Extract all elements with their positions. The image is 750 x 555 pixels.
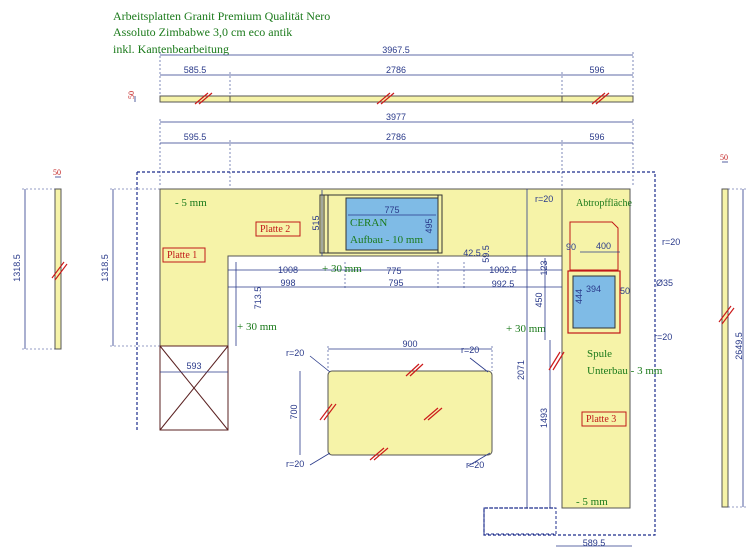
spule-sub-label: Unterbau - 3 mm [587, 365, 663, 377]
right-side-height-dim: 2649.5 [734, 332, 744, 360]
island-width-dim: 900 [402, 339, 417, 349]
cooktop-width-dim: 775 [384, 205, 399, 215]
abtropf-label: Abtropffläche [576, 198, 632, 209]
left-side-height-dim: 1318.5 [12, 254, 22, 282]
plan-seg-2-dim: 2786 [386, 132, 406, 142]
top-strip: 3967.5 585.5 2786 596 50 [127, 45, 634, 105]
platte-1-label: Platte 1 [167, 250, 197, 261]
minus5-bottom-label: - 5 mm [576, 496, 608, 508]
spule-label: Spule [587, 348, 612, 360]
island-height-dim: 700 [289, 404, 299, 419]
dim-998: 998 [280, 278, 295, 288]
island-slab [327, 370, 493, 456]
depth-515-dim: 515 [311, 215, 321, 230]
title-line-3: inkl. Kantenbearbeitung [113, 42, 229, 56]
island-radius-2: r=20 [461, 345, 479, 355]
dim-400: 400 [596, 241, 611, 251]
dim-394: 394 [586, 284, 601, 294]
ceran-label: CERAN [350, 217, 387, 229]
dim-90: 90 [566, 242, 576, 252]
right-side-elevation: 2649.5 50 [718, 153, 746, 508]
minus5-top-label: - 5 mm [175, 197, 207, 209]
dim-50-sink: 50 [620, 286, 630, 296]
dim-35: Ø35 [656, 278, 673, 288]
strip-thickness-dim: 50 [127, 91, 136, 99]
dim-123: 123 [539, 260, 549, 275]
sink [572, 275, 616, 329]
strip-total-dim: 3967.5 [382, 45, 410, 55]
dim-444: 444 [574, 289, 584, 304]
dim-593: 593 [186, 361, 201, 371]
plan-left-height-dim: 1318.5 [100, 254, 110, 282]
left-side-slab [54, 188, 62, 350]
strip-seg-2-dim: 2786 [386, 65, 406, 75]
dim-1002-5: 1002.5 [489, 265, 517, 275]
ceran-sub-label: Aufbau - 10 mm [350, 234, 423, 246]
strip-seg-3-dim: 596 [589, 65, 604, 75]
right-side-thickness-dim: 50 [720, 153, 728, 162]
dim-42-5: 42.5 [463, 248, 481, 258]
left-side-thickness-dim: 50 [53, 168, 61, 177]
dim-2071: 2071 [516, 360, 526, 380]
title-line-1: Arbeitsplatten Granit Premium Qualität N… [113, 9, 330, 23]
dim-775: 775 [386, 266, 401, 276]
right-side-slab [721, 188, 729, 508]
appliance-box [159, 345, 229, 431]
dim-992-5: 992.5 [492, 279, 515, 289]
dim-795: 795 [388, 278, 403, 288]
dim-59-5: 59.5 [481, 245, 491, 263]
island: 900 700 r=20 r=20 r=20 r=20 [286, 339, 493, 470]
island-radius-1: r=20 [286, 348, 304, 358]
cooktop [345, 197, 439, 251]
island-radius-3: r=20 [286, 459, 304, 469]
countertop-right [561, 188, 631, 509]
title-line-2: Assoluto Zimbabwe 3,0 cm eco antik [113, 25, 292, 39]
dim-589-5: 589.5 [583, 538, 606, 548]
platte-3-label: Platte 3 [586, 414, 616, 425]
plan-seg-3-dim: 596 [589, 132, 604, 142]
plan-total-dim: 3977 [386, 112, 406, 122]
dim-450: 450 [534, 292, 544, 307]
r20-label-c: r=20 [654, 332, 672, 342]
strip-seg-1-dim: 585.5 [184, 65, 207, 75]
left-side-elevation: 1318.5 50 [12, 168, 68, 350]
dim-1008: 1008 [278, 265, 298, 275]
plus30-label-c: + 30 mm [506, 323, 546, 335]
plus30-label-b: + 30 mm [237, 321, 277, 333]
platte-2-label: Platte 2 [260, 224, 290, 235]
plan-seg-1-dim: 595.5 [184, 132, 207, 142]
cooktop-height-dim: 495 [424, 218, 434, 233]
strip-slab [159, 95, 634, 103]
plus30-label-a: + 30 mm [322, 263, 362, 275]
r20-label-b: r=20 [662, 237, 680, 247]
plan-overall-dims: 3977 595.5 2786 596 [159, 112, 634, 186]
r20-label-a: r=20 [535, 194, 553, 204]
dim-713-5: 713.5 [253, 287, 263, 310]
dim-1493: 1493 [539, 408, 549, 428]
island-radius-4: r=20 [466, 460, 484, 470]
